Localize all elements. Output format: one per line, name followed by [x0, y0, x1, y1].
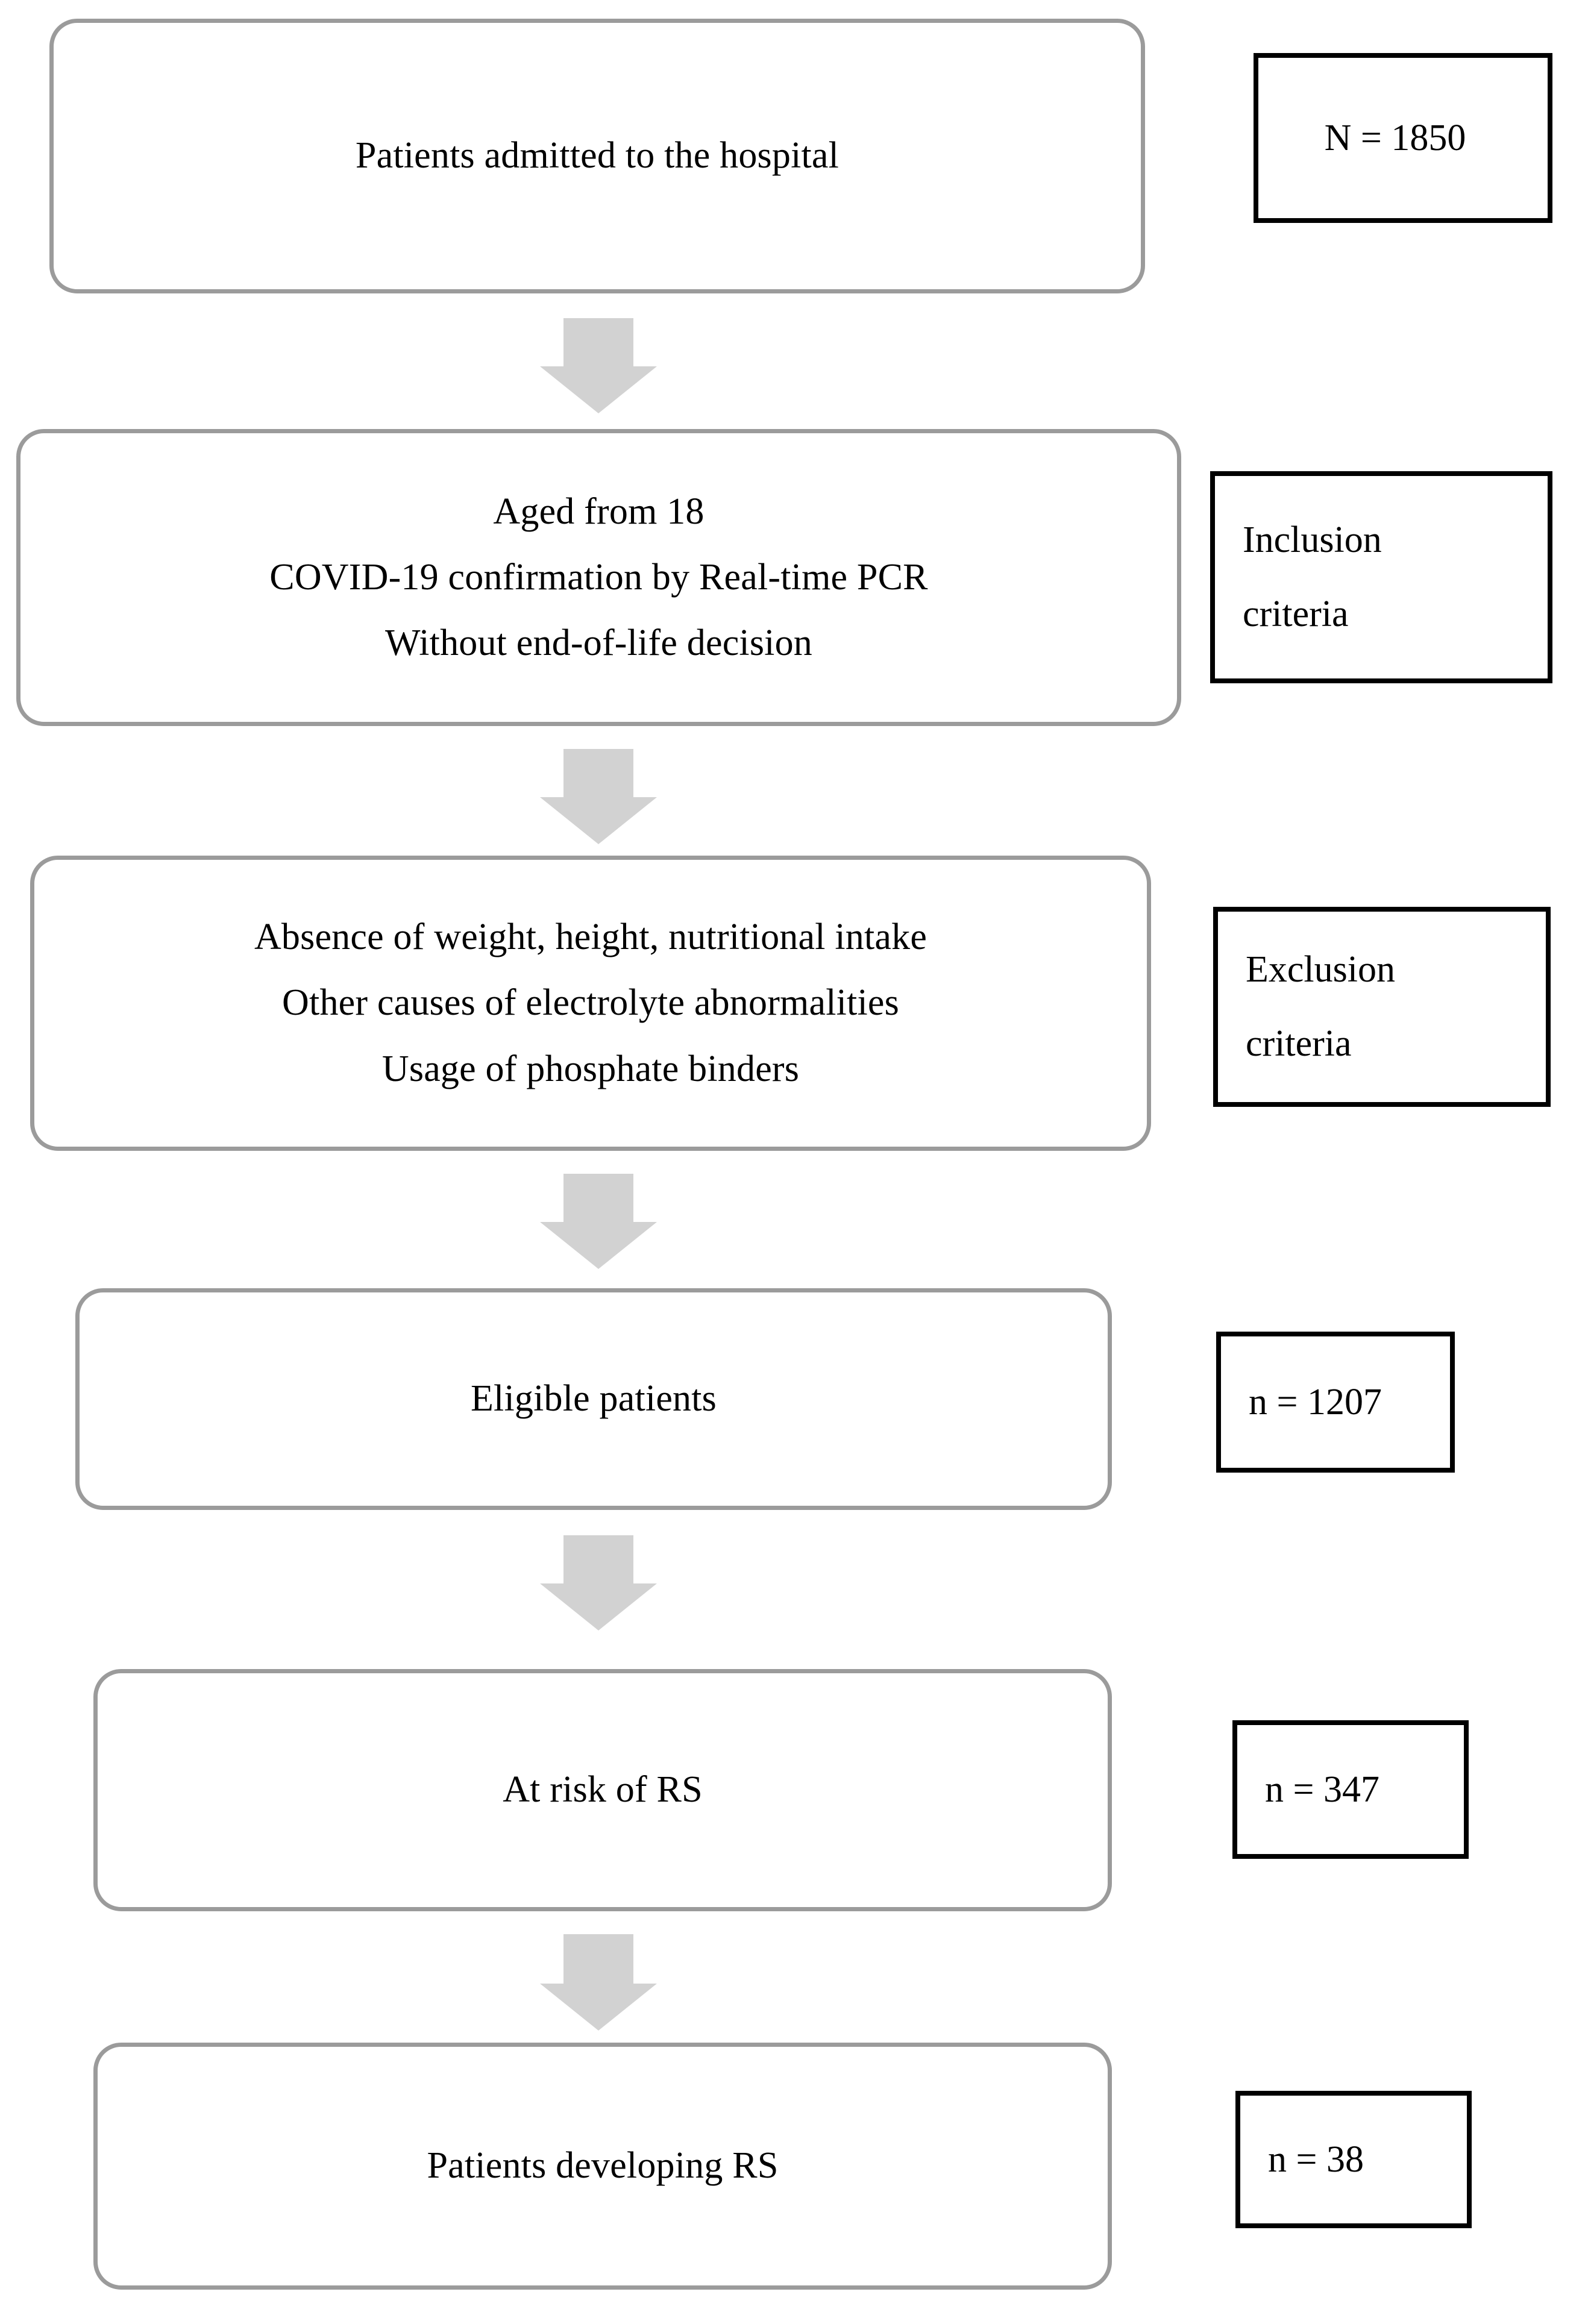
- arrow-head: [540, 1984, 657, 2031]
- side-box-line: n = 38: [1268, 2138, 1364, 2180]
- side-box-line: n = 347: [1265, 1768, 1379, 1810]
- side-box-at-risk-n: n = 347: [1232, 1720, 1469, 1859]
- arrow-head: [540, 1222, 657, 1269]
- side-box-line: N = 1850: [1324, 117, 1466, 158]
- arrow-shaft: [563, 1174, 633, 1223]
- arrow-down-3: [539, 1174, 657, 1269]
- arrow-shaft: [563, 318, 633, 368]
- node-line: Without end-of-life decision: [384, 622, 812, 664]
- node-line: Patients admitted to the hospital: [355, 135, 840, 177]
- node-line: COVID-19 confirmation by Real-time PCR: [269, 556, 928, 598]
- side-box-total-n: N = 1850: [1254, 53, 1552, 223]
- side-box-line: criteria: [1243, 594, 1349, 634]
- node-line: At risk of RS: [503, 1769, 703, 1811]
- arrow-shaft: [563, 1535, 633, 1585]
- node-patients-admitted: Patients admitted to the hospital: [49, 19, 1145, 293]
- arrow-head: [540, 797, 657, 844]
- node-patients-developing-rs: Patients developing RS: [93, 2043, 1112, 2290]
- node-inclusion-criteria: Aged from 18 COVID-19 confirmation by Re…: [16, 429, 1181, 726]
- arrow-shaft: [563, 1934, 633, 1985]
- arrow-head: [540, 1583, 657, 1630]
- arrow-down-2: [539, 749, 657, 844]
- node-line: Patients developing RS: [427, 2145, 779, 2187]
- side-box-line: Exclusion: [1246, 949, 1395, 991]
- arrow-down-1: [539, 318, 657, 413]
- arrow-down-5: [539, 1934, 657, 2031]
- node-at-risk-of-rs: At risk of RS: [93, 1669, 1112, 1911]
- side-box-line: n = 1207: [1249, 1381, 1382, 1423]
- side-box-developing-n: n = 38: [1235, 2091, 1472, 2228]
- node-line: Eligible patients: [470, 1378, 717, 1420]
- node-eligible-patients: Eligible patients: [75, 1288, 1112, 1510]
- node-line: Usage of phosphate binders: [381, 1048, 800, 1089]
- node-line: Absence of weight, height, nutritional i…: [254, 916, 927, 958]
- arrow-down-4: [539, 1535, 657, 1630]
- arrow-shaft: [563, 749, 633, 798]
- node-line: Other causes of electrolyte abnormalitie…: [282, 982, 899, 1024]
- side-box-line: Inclusion: [1243, 519, 1382, 561]
- side-box-inclusion-label: Inclusion criteria: [1210, 471, 1552, 683]
- node-line: Aged from 18: [493, 490, 705, 532]
- node-exclusion-criteria: Absence of weight, height, nutritional i…: [30, 856, 1151, 1151]
- side-box-line: criteria: [1246, 1023, 1352, 1064]
- arrow-head: [540, 366, 657, 413]
- side-box-eligible-n: n = 1207: [1216, 1332, 1455, 1473]
- side-box-exclusion-label: Exclusion criteria: [1213, 907, 1551, 1107]
